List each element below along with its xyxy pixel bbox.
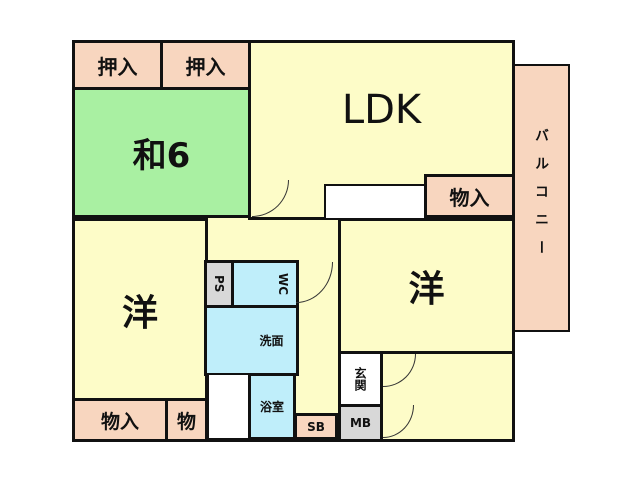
storage-ldk: 物入 — [424, 174, 515, 218]
closet-2-label: 押入 — [185, 54, 226, 79]
washitsu-label: 和6 — [132, 136, 191, 176]
entrance-label: 玄関 — [353, 367, 367, 391]
kitchen-counter — [324, 184, 428, 220]
closet-1: 押入 — [72, 40, 163, 90]
entrance: 玄関 — [338, 351, 383, 407]
western-right-label: 洋 — [408, 269, 445, 310]
sb-label: SB — [307, 419, 325, 434]
ps-label: PS — [212, 275, 226, 293]
storage-left: 物入 — [72, 398, 168, 442]
room-washitsu: 和6 — [72, 87, 251, 218]
room-western-left: 洋 — [72, 218, 208, 402]
balcony-label: バルコニー — [533, 128, 549, 268]
ldk-label: LDK — [341, 87, 422, 133]
room-western-right: 洋 — [338, 218, 515, 354]
mb-label: MB — [349, 416, 372, 430]
bathtub — [207, 373, 251, 440]
closet-1-label: 押入 — [97, 54, 138, 79]
storage-left-label: 物入 — [100, 410, 139, 433]
bath: 浴室 — [248, 373, 296, 440]
storage-small-label: 物 — [176, 410, 196, 433]
washroom-label: 洗面 — [259, 334, 284, 348]
storage-small: 物 — [165, 398, 208, 442]
ps: PS — [204, 260, 234, 308]
bath-label: 浴室 — [259, 400, 284, 414]
mb: MB — [338, 404, 383, 442]
closet-2: 押入 — [160, 40, 251, 90]
wc: WC — [231, 260, 299, 308]
sb: SB — [294, 413, 338, 440]
western-left-label: 洋 — [121, 293, 158, 334]
wc-label: WC — [276, 272, 290, 296]
washroom: 洗面 — [204, 305, 299, 376]
storage-ldk-label: 物入 — [449, 185, 490, 210]
balcony: バルコニー — [512, 64, 570, 332]
